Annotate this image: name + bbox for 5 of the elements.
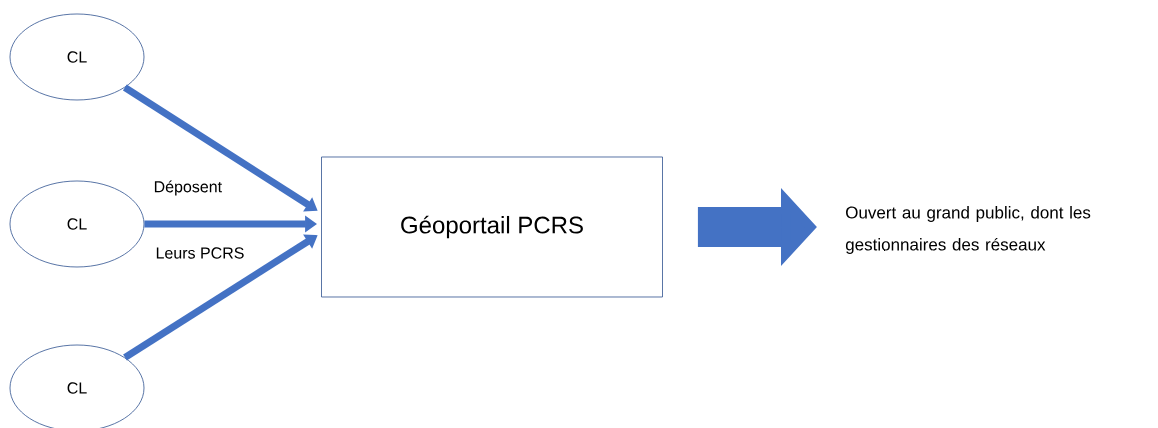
edge-label: Déposent <box>154 180 222 196</box>
ellipse-node: CL <box>9 13 145 101</box>
description-text: Ouvert au grand public, dont les gestionnaires des réseaux <box>845 206 1091 254</box>
process-box: Géoportail PCRS <box>321 156 663 298</box>
ellipse-node: CL <box>9 180 145 268</box>
